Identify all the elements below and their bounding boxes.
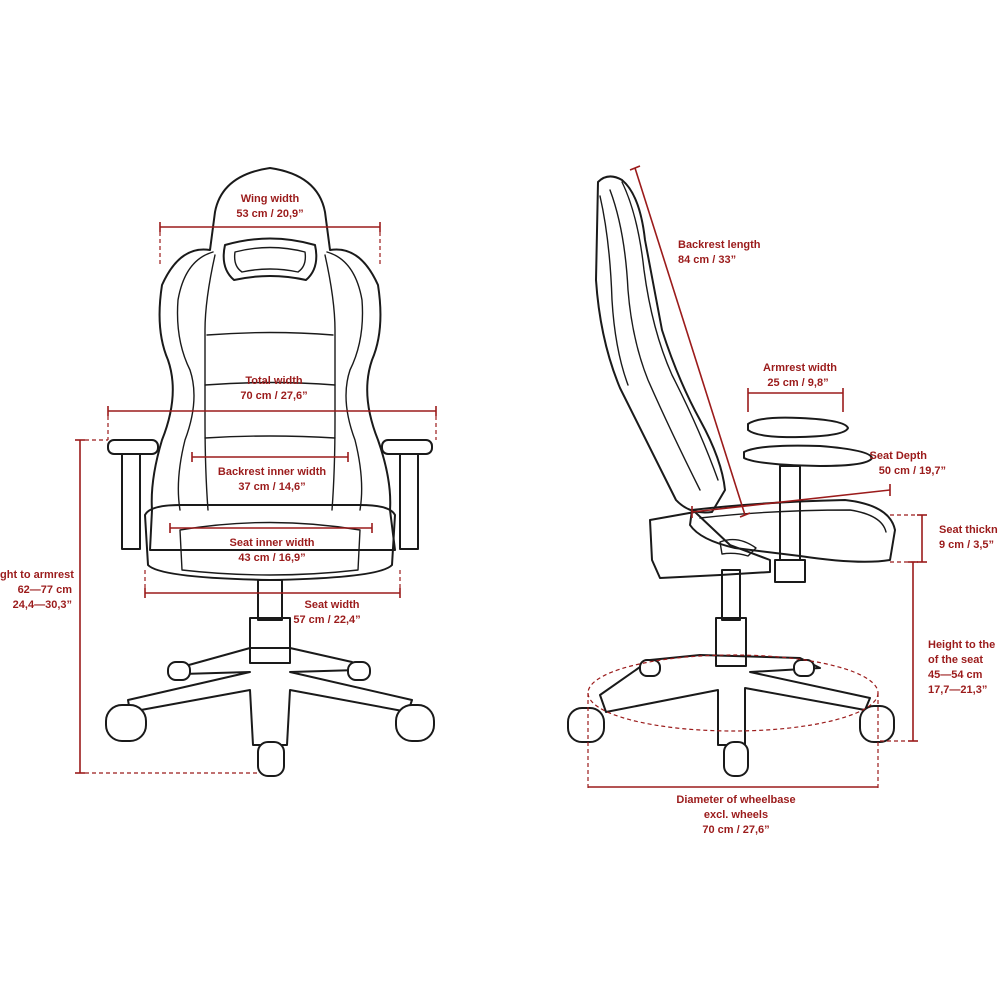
seat-depth-label: Seat Depth [870, 450, 928, 462]
height-to-armrest-in: 24,4—30,3” [13, 599, 72, 611]
height-to-seat-label-2: of the seat [928, 654, 983, 666]
front-right-wing-inner [324, 254, 336, 511]
height-to-armrest-cm: 62—77 cm [18, 584, 73, 596]
front-backrest-outline [149, 167, 396, 551]
seat-depth-value: 50 cm / 19,7” [879, 465, 946, 477]
wheelbase-value: 70 cm / 27,6” [702, 824, 769, 836]
seat-width-value: 57 cm / 22,4” [293, 614, 360, 626]
front-seat [144, 504, 396, 581]
seat-inner-width-value: 43 cm / 16,9” [238, 552, 305, 564]
wing-width-label: Wing width [241, 193, 300, 205]
seat-width-label: Seat width [304, 599, 359, 611]
armrest-width-value: 25 cm / 9,8” [767, 377, 828, 389]
height-to-seat-label-1: Height to the [928, 639, 995, 651]
front-base-star [127, 647, 413, 746]
side-dimension-lines [587, 165, 927, 790]
armrest-width-label: Armrest width [763, 362, 837, 374]
front-chair-drawing [105, 167, 435, 777]
wing-width-value: 53 cm / 20,9” [236, 208, 303, 220]
height-to-seat-cm: 45—54 cm [928, 669, 983, 681]
backrest-inner-width-label: Backrest inner width [218, 466, 326, 478]
height-to-seat-in: 17,7—21,3” [928, 684, 987, 696]
front-left-wing-inner [204, 254, 216, 511]
height-to-armrest-label: ght to armrest [0, 569, 74, 581]
total-width-value: 70 cm / 27,6” [240, 390, 307, 402]
seat-thickness-label: Seat thickn [939, 524, 998, 536]
front-left-wing-line [176, 251, 214, 511]
backrest-inner-width-value: 37 cm / 14,6” [238, 481, 305, 493]
backrest-length-value: 84 cm / 33” [678, 254, 736, 266]
wheelbase-label-2: excl. wheels [704, 809, 768, 821]
side-base-star [599, 654, 871, 746]
seat-inner-width-label: Seat inner width [230, 537, 315, 549]
backrest-length-label: Backrest length [678, 239, 761, 251]
side-chair-drawing [567, 175, 896, 777]
total-width-label: Total width [245, 375, 303, 387]
side-dimension-labels: Backrest length 84 cm / 33” Armrest widt… [676, 239, 998, 836]
headrest-pillow [222, 237, 318, 281]
seat-thickness-value: 9 cm / 3,5” [939, 539, 994, 551]
front-dimension-lines [75, 222, 437, 774]
wheelbase-label-1: Diameter of wheelbase [676, 794, 795, 806]
front-right-wing-line [326, 251, 364, 511]
side-backrest-outline [595, 175, 726, 514]
front-dimension-labels: Wing width 53 cm / 20,9” Total width 70 … [0, 193, 361, 626]
